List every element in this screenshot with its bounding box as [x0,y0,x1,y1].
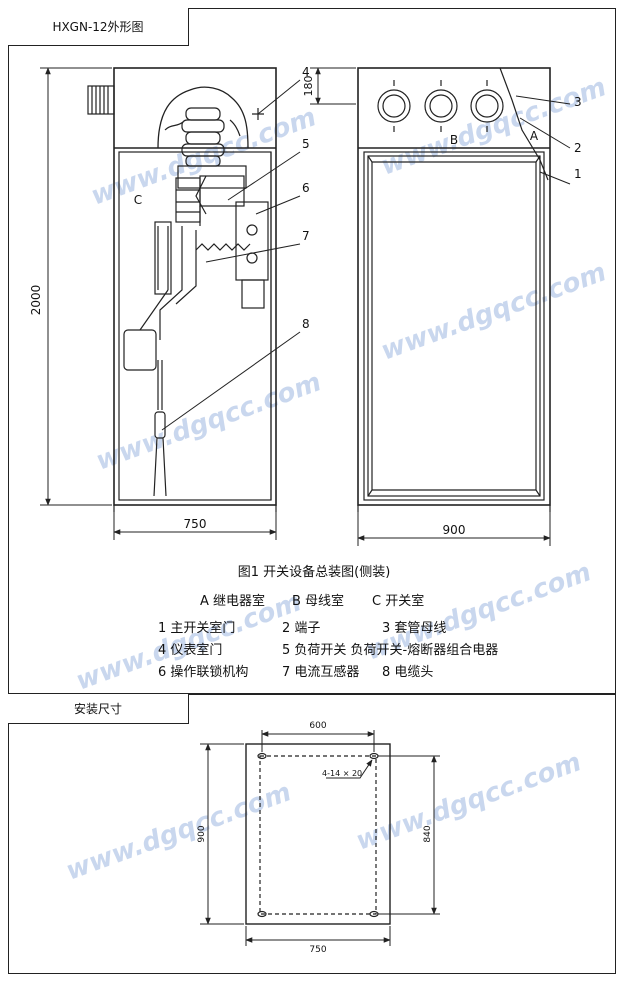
install-dim-right: 840 [423,825,433,842]
callout-3: 3 [574,95,582,109]
side-view-dimensions [40,67,301,540]
watermark: www.dgqcc.com [377,72,610,181]
bottom-panel-title: 安装尺寸 [8,694,189,724]
zone-label-a: A [530,129,539,143]
legend-zone-b: B 母线室 [292,593,344,609]
watermark-group: www.dgqcc.com www.dgqcc.com www.dgqcc.co… [62,72,610,886]
zone-label-b: B [450,133,458,147]
install-hole-spec: 4-14 × 20 [322,769,362,778]
figure-caption: 图1 开关设备总装图(侧装) [238,564,391,580]
legend-item: 2 端子 [282,621,320,636]
top-panel-frame [8,8,616,694]
legend-item: 3 套管母线 [382,620,446,636]
front-view-dimensions [310,67,571,546]
install-dim-top: 600 [309,721,326,731]
callout-5: 5 [302,137,310,151]
callout-2: 2 [574,141,582,155]
legend-item: 1 主开关室门 [158,620,235,636]
watermark: www.dgqcc.com [377,257,610,366]
legend-item: 8 电缆头 [382,664,433,680]
callout-4: 4 [302,65,310,79]
dim-side-width-label: 750 [184,517,207,531]
legend-item: 7 电流互感器 [282,664,359,680]
watermark: www.dgqcc.com [72,587,305,696]
callout-1: 1 [574,167,582,181]
bottom-panel-frame [8,694,616,974]
callout-7: 7 [302,229,310,243]
dim-height-label: 2000 [29,285,43,316]
watermark: www.dgqcc.com [87,102,320,211]
front-view-drawing [357,67,551,512]
dim-top-height-label: 180 [302,76,315,97]
install-dim-left: 900 [197,825,207,842]
side-view-drawing [87,67,277,512]
watermark: www.dgqcc.com [92,367,325,476]
legend-zone-c: C 开关室 [372,593,424,609]
callout-6: 6 [302,181,310,195]
dim-front-width-label: 900 [443,523,466,537]
legend-item: 6 操作联锁机构 [158,664,248,680]
legend-zone-a: A 继电器室 [200,593,265,609]
callout-8: 8 [302,317,310,331]
install-dim-bottom: 750 [309,945,326,955]
top-panel-title: HXGN-12外形图 [8,8,189,46]
watermark: www.dgqcc.com [352,747,585,856]
legend-item: 4 仪表室门 [158,642,222,658]
installation-dimensions [200,730,440,946]
zone-label-c: C [134,193,142,207]
legend-item: 5 负荷开关 负荷开关-熔断器组合电器 [282,643,498,658]
